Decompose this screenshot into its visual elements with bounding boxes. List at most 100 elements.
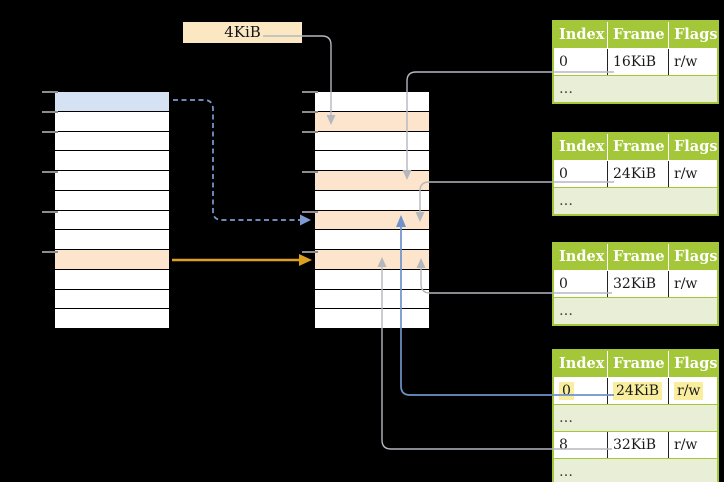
virtual-page-row [55,289,169,310]
virtual-page-row [55,171,169,191]
virtual-page-row [55,210,169,231]
entry-cell: r/w [674,276,698,292]
address-tick [42,111,58,113]
header-cell-frame: Frame [608,22,669,48]
entry-cell: 0 [554,49,608,75]
physical-frame-row [315,250,429,270]
address-tick [302,211,318,213]
address-tick [42,251,58,253]
address-tick [42,171,58,173]
virtual-page-row [55,309,169,329]
entry-cell [669,405,717,431]
highlighted-value: 24KiB [613,382,663,400]
virtual-memory-column [42,90,171,331]
entry-cell: r/w [674,166,698,182]
entry-cell: … [559,81,573,97]
virtual-page-row [55,111,169,132]
header-cell-frame: Frame [608,134,669,160]
header-cell-flags: Flags [674,248,717,265]
entry-cell [669,298,717,324]
address-tick [302,251,318,253]
physical-frame-row [315,171,429,191]
page-table-ellipsis-row: … [554,297,717,324]
physical-frame-row [315,309,429,329]
page-table-entry-row: 0 24KiB r/w [554,378,717,404]
header-cell-frame: Frame [608,351,669,377]
entry-cell: … [559,303,573,319]
entry-cell [608,298,669,324]
virtual-page-row [55,230,169,250]
physical-frame-row [315,151,429,171]
physical-frame-row [315,210,429,231]
physical-frame-row [315,269,429,290]
entry-cell [669,76,717,102]
entry-cell: 8 [554,432,608,458]
entry-cell: 0 [554,161,608,187]
entry-cell [608,188,669,214]
address-tick [302,91,318,93]
entry-cell: r/w [674,437,698,453]
entry-cell [608,405,669,431]
arrow-virtual-page0-lookup [173,99,311,226]
address-tick [42,91,58,93]
highlighted-value: r/w [674,382,704,400]
page-table-ellipsis-row: … [554,458,717,482]
header-cell-index: Index [554,244,608,270]
header-cell-flags: Flags [674,355,717,372]
virtual-page-row [55,269,169,290]
address-tick [42,131,58,133]
physical-frame-row [315,131,429,152]
virtual-page-row [55,151,169,171]
address-tick [302,131,318,133]
entry-cell: … [559,410,573,426]
physical-memory-column [302,90,431,331]
entry-cell [669,459,717,482]
entry-cell: 0 [554,378,608,404]
physical-frame-row [315,190,429,211]
address-tick [42,211,58,213]
page-table-ellipsis-row: … [554,404,717,431]
entry-cell: … [559,464,573,480]
highlighted-value: 0 [559,382,574,400]
entry-cell [608,76,669,102]
address-tick [302,111,318,113]
entry-cell [669,188,717,214]
header-cell-frame: Frame [608,244,669,270]
header-cell-index: Index [554,351,608,377]
header-cell-index: Index [554,134,608,160]
virtual-page-table [42,90,171,331]
entry-cell: r/w [674,54,698,70]
address-tick [302,171,318,173]
virtual-page-row [55,131,169,152]
entry-cell: 16KiB [608,49,669,75]
entry-cell [608,459,669,482]
physical-frame-row [315,230,429,250]
entry-cell: 0 [554,271,608,297]
physical-frame-row [315,92,429,112]
page-table-ellipsis-row: … [554,187,717,214]
header-cell-flags: Flags [674,26,717,43]
entry-cell: 32KiB [608,271,669,297]
header-cell-index: Index [554,22,608,48]
virtual-page-row [55,190,169,211]
entry-cell: … [559,193,573,209]
page-table-ellipsis-row: … [554,75,717,102]
entry-cell: 24KiB [608,161,669,187]
entry-cell: r/w [669,378,717,404]
entry-cell: 32KiB [608,432,669,458]
frame-size-label: 4KiB [183,22,302,43]
arrow-virtual-page-to-frame [172,254,312,266]
